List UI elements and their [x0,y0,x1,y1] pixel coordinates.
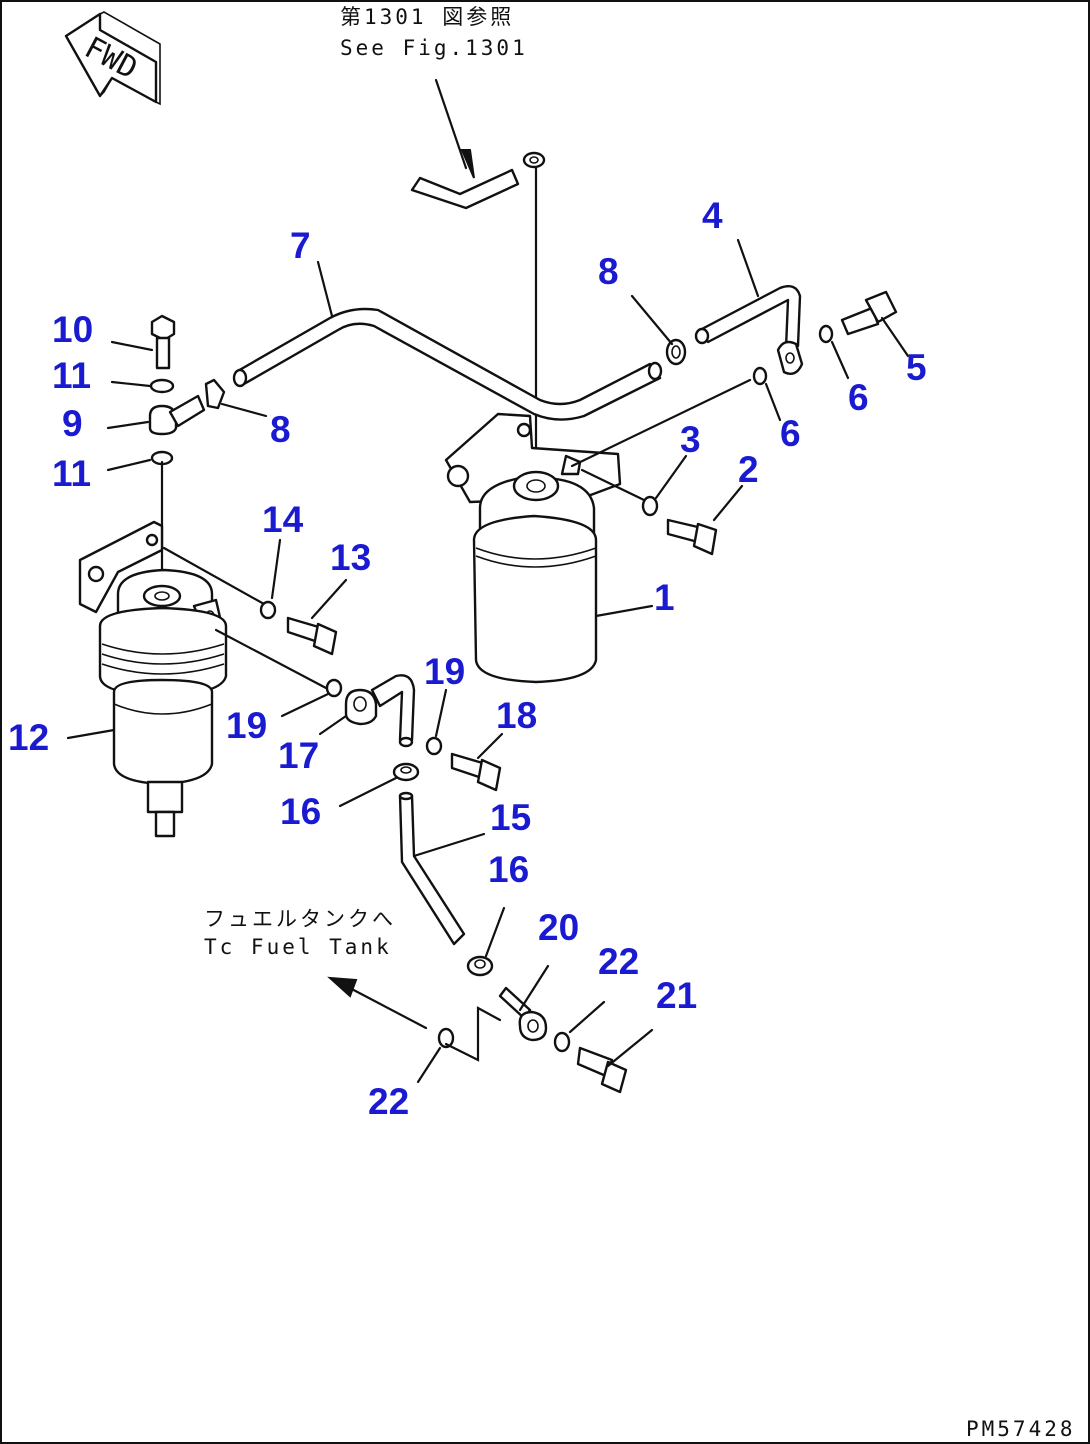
pipe-4 [694,285,804,375]
callout-11a: 11 [52,355,91,396]
callout-22b: 22 [598,941,639,982]
bolt-18 [450,752,502,792]
bolt-21 [576,1046,628,1094]
bolt-10 [150,314,176,370]
leader-filter1-bolt [580,468,646,502]
clamp-8-left [204,378,226,410]
ref-pipe [410,151,546,488]
callout-2: 2 [738,449,759,490]
callout-10: 10 [52,309,93,350]
fuel-filter-1 [444,412,622,684]
washer-3 [641,495,659,517]
callout-5: 5 [906,347,927,388]
callout-19b: 19 [424,651,465,692]
washer-14 [259,600,277,620]
callout-leaders [66,238,910,1084]
callout-8a: 8 [598,251,619,292]
callout-6b: 6 [780,413,801,454]
callout-16b: 16 [488,849,529,890]
eye-joint-9 [148,394,206,436]
tank-arrow [327,976,502,1062]
washer-19-left [325,678,343,698]
tank-note-en: Tc Fuel Tank [204,935,392,959]
callout-16a: 16 [280,791,321,832]
callout-4: 4 [702,195,723,236]
drawing-code: PM57428 [966,1417,1076,1441]
ref-arrow [434,78,475,179]
callout-13: 13 [330,537,371,578]
callout-15: 15 [490,797,531,838]
washer-22-right [553,1031,571,1053]
callout-11b: 11 [52,453,91,494]
callout-6a: 6 [848,377,869,418]
bolt-13 [286,616,338,656]
clamp-16-lower [466,955,494,977]
callout-1: 1 [654,577,675,618]
eye-joint-20 [498,986,548,1042]
callout-9: 9 [62,403,83,444]
clamp-16-upper [392,762,420,782]
bolt-2 [666,518,718,556]
washer-22-left [437,1027,455,1049]
leader-filter12-elbow [214,628,328,690]
washer-6-right [818,324,834,344]
callout-22a: 22 [368,1081,409,1122]
callout-18: 18 [496,695,537,736]
pipe-7 [232,307,663,421]
fwd-arrow-icon: FWD [64,11,161,106]
leader-filter12-washer [162,546,266,606]
callout-3: 3 [680,419,701,460]
ref-note-jp: 第1301 図参照 [340,5,514,29]
callout-7: 7 [290,225,311,266]
fuel-filter-12 [78,520,228,838]
bolt-5 [840,290,898,336]
washer-19-right [425,736,443,756]
callout-12: 12 [8,717,49,758]
tank-note-jp: フュエルタンクへ [204,907,396,931]
leader-filter1-washer [570,378,752,468]
hose-15 [398,791,466,946]
ref-note-en: See Fig.1301 [340,36,528,60]
elbow-17 [344,674,416,748]
callout-8b: 8 [270,409,291,450]
clamp-8-right [665,338,687,366]
callout-14: 14 [262,499,304,540]
callout-20: 20 [538,907,579,948]
washer-11-top [149,378,175,394]
callout-19a: 19 [226,705,267,746]
callout-21: 21 [656,975,697,1016]
callout-17: 17 [278,735,319,776]
washer-6-mid [752,366,768,386]
